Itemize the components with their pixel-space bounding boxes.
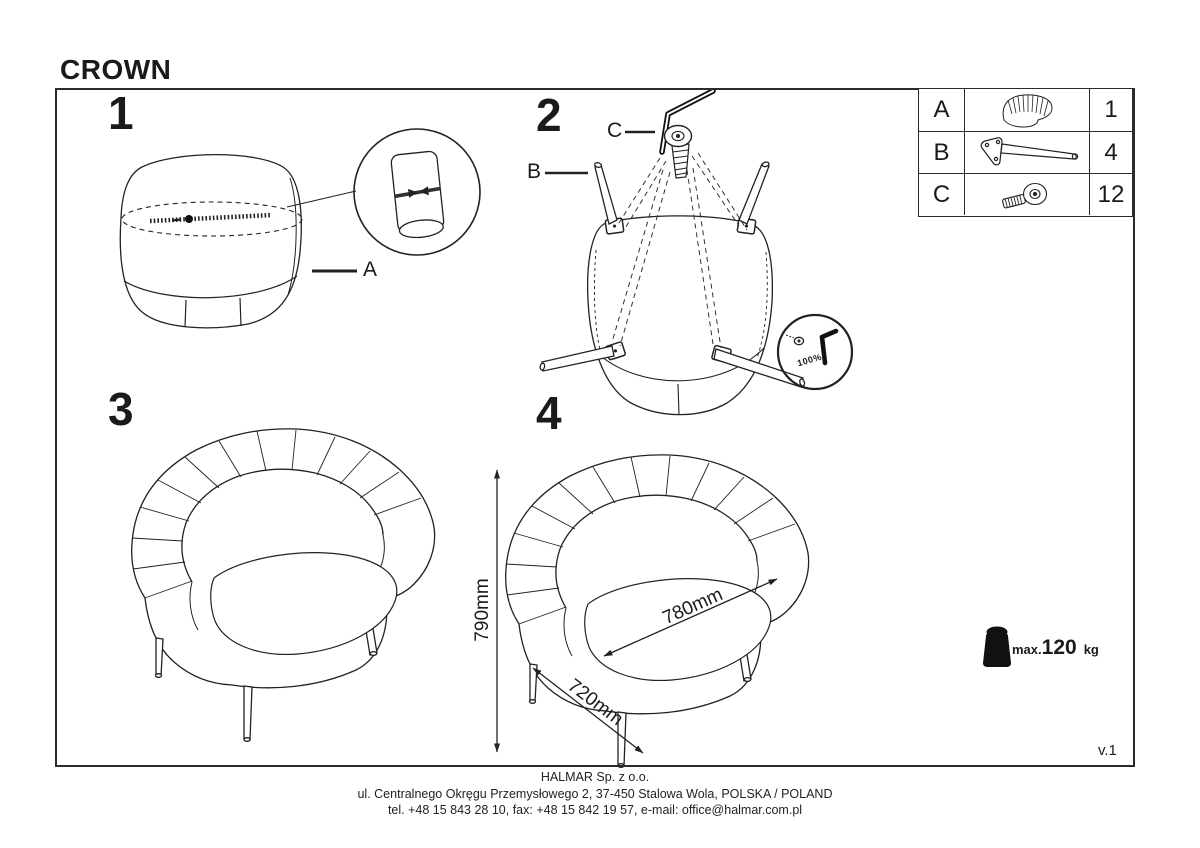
footer: HALMAR Sp. z o.o. ul. Centralnego Okręgu… (55, 769, 1135, 819)
company-line: HALMAR Sp. z o.o. (540, 770, 650, 784)
zipper-detail-circle (353, 128, 481, 256)
step1-chair-bottom-view (119, 128, 481, 329)
contact-line: tel. +48 15 843 28 10, fax: +48 15 842 1… (387, 803, 803, 817)
packed-legs-roll-icon (390, 150, 445, 239)
step-4-number: 4 (536, 387, 562, 439)
dim-height-label: 790mm (472, 578, 493, 642)
max-label: max. (1012, 642, 1042, 657)
main-frame (55, 88, 1135, 767)
part-label-a: A (363, 258, 378, 281)
weight-limit: max. 120 kg (1012, 636, 1099, 660)
step-1-number: 1 (108, 87, 134, 139)
step-3-number: 3 (108, 383, 134, 435)
part-letter: B (919, 131, 964, 173)
part-label-c: C (607, 119, 623, 142)
screw-icon (964, 173, 1090, 215)
leg-icon (964, 131, 1090, 173)
weight-icon (983, 626, 1011, 667)
weight-unit-label: kg (1083, 642, 1099, 657)
allen-key-icon (659, 88, 716, 155)
part-letter: A (933, 96, 950, 123)
version-label: v.1 (1098, 742, 1117, 759)
address-line: ul. Centralnego Okręgu Przemysłowego 2, … (357, 786, 833, 801)
part-qty: 1 (1104, 96, 1118, 123)
part-qty: 12 (1090, 173, 1132, 215)
tighten-detail-circle (776, 313, 854, 391)
part-qty: 4 (1090, 131, 1132, 173)
step2-assembly (539, 88, 854, 416)
part-label-b: B (527, 160, 542, 183)
bolt-icon (663, 124, 693, 179)
page-title: CROWN (60, 54, 172, 85)
chair-shell-icon (964, 89, 1090, 131)
step-2-number: 2 (536, 89, 562, 141)
part-letter: C (919, 173, 964, 215)
zipper-icon (149, 212, 273, 224)
dimension-arrows (494, 469, 778, 754)
weight-value: 120 (1041, 636, 1077, 659)
parts-table: A 1 B 4 C (918, 88, 1133, 217)
